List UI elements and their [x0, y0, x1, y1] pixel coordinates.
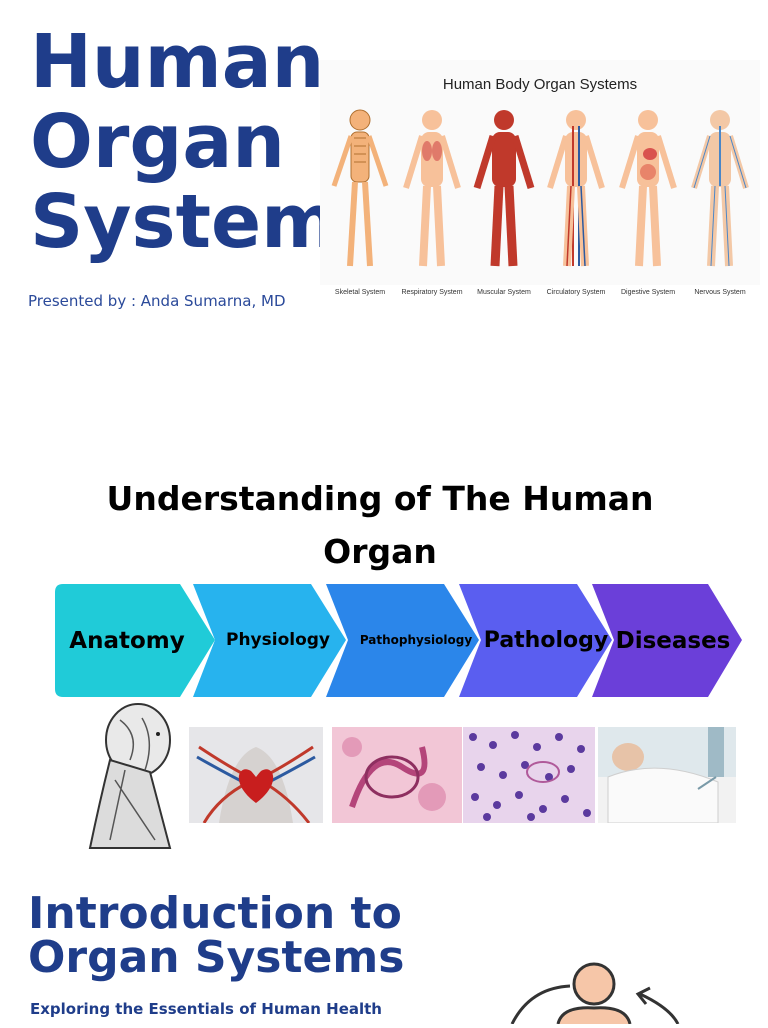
- step-label: Pathology: [483, 627, 609, 653]
- diseases-patient-image: [598, 727, 736, 823]
- digestive-figure: Digestive System: [612, 106, 684, 296]
- step-pathophysiology: Pathophysiology: [326, 584, 481, 697]
- figure-caption: Circulatory System: [546, 289, 606, 296]
- step-anatomy: Anatomy: [55, 584, 217, 697]
- step-diseases: Diseases: [592, 584, 744, 697]
- person-cycle-icon: [500, 958, 690, 1025]
- respiratory-figure: Respiratory System: [396, 106, 468, 296]
- physiology-heart-image: [189, 727, 323, 823]
- intro-title: Introduction to Organ Systems: [28, 892, 404, 980]
- figure-caption: Nervous System: [694, 289, 746, 296]
- step-pathology: Pathology: [459, 584, 614, 697]
- figure-caption: Muscular System: [477, 289, 531, 296]
- step-label: Pathophysiology: [359, 633, 473, 647]
- nervous-figure: Nervous System: [684, 106, 756, 296]
- figure-caption: Skeletal System: [334, 289, 386, 296]
- intro-title-line-2: Organ Systems: [28, 932, 405, 983]
- intro-subtitle: Exploring the Essentials of Human Health: [30, 1000, 382, 1018]
- step-label: Physiology: [225, 630, 331, 650]
- presenter-line: Presented by : Anda Sumarna, MD: [28, 292, 286, 310]
- step-label: Anatomy: [69, 627, 185, 654]
- anatomy-sketch-image: [70, 700, 182, 850]
- skeletal-figure: Skeletal System: [324, 106, 396, 296]
- pathophysiology-tissue-image: [332, 727, 462, 823]
- illustration-title: Human Body Organ Systems: [442, 76, 638, 93]
- step-physiology: Physiology: [193, 584, 348, 697]
- understanding-heading: Understanding of The Human Organ: [106, 479, 654, 571]
- title-line-1: Human: [30, 19, 325, 105]
- organ-systems-illustration: Human Body Organ Systems Skeletal System…: [320, 60, 760, 296]
- intro-title-line-1: Introduction to: [28, 888, 402, 939]
- figure-caption: Respiratory System: [401, 289, 463, 296]
- circulatory-figure: Circulatory System: [540, 106, 612, 296]
- title-line-2: Organ: [30, 99, 285, 185]
- muscular-figure: Muscular System: [468, 106, 540, 296]
- figure-caption: Digestive System: [620, 289, 676, 296]
- pathology-cells-image: [463, 727, 595, 823]
- step-label: Diseases: [615, 627, 731, 654]
